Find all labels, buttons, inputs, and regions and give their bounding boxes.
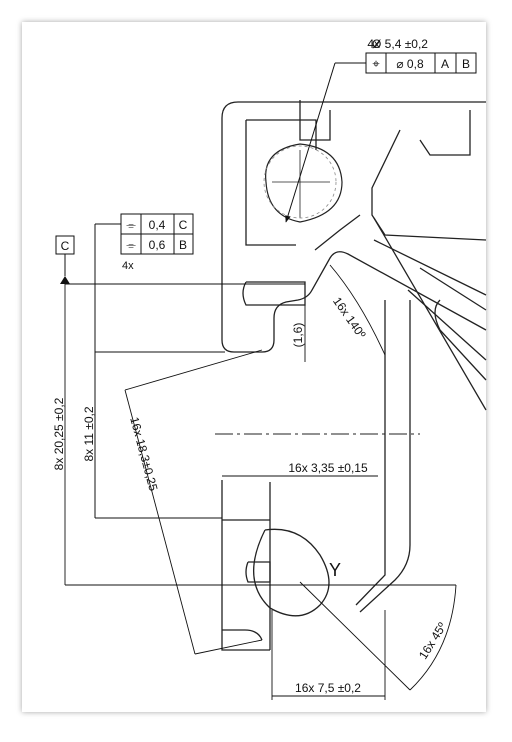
bottom-width-dimension: 16x 7,5 ±0,2 bbox=[295, 681, 361, 695]
wall-depth-dimension: (1,6) bbox=[291, 323, 305, 348]
position-symbol-icon: ⌖ bbox=[372, 56, 380, 71]
offset-11-dimension: 8x 11 ±0,2 bbox=[82, 406, 96, 461]
overall-offset-dimension: 8x 20,25 ±0,2 bbox=[52, 397, 66, 470]
symmetry-value-1: 0,4 bbox=[149, 218, 166, 232]
dimension-lines bbox=[64, 264, 457, 700]
profile-outline bbox=[221, 100, 487, 651]
symmetry-symbol-icon-2: ⌯ bbox=[126, 238, 136, 252]
symmetry-count: 4x bbox=[122, 260, 134, 272]
datum-ref-b: B bbox=[462, 57, 470, 71]
datum-c-label: C bbox=[61, 239, 70, 253]
detail-label-y: Y bbox=[329, 560, 341, 580]
position-tolerance-callout: Ø 5,4 ±0,2 bbox=[372, 37, 428, 51]
symmetry-tolerance-frame: ⌯ ⌯ 0,4 C 0,6 B 4x bbox=[94, 213, 194, 518]
datum-ref-a: A bbox=[441, 57, 449, 71]
slot-width-dimension: 16x 3,35 ±0,15 bbox=[288, 461, 368, 475]
symmetry-value-2: 0,6 bbox=[149, 238, 166, 252]
page-frame bbox=[22, 22, 486, 712]
symmetry-symbol-icon: ⌯ bbox=[126, 218, 136, 232]
datum-c: C bbox=[55, 235, 75, 284]
position-tolerance-frame: Ø 5,4 ±0,2 4x ⌖ ⌀ 0,8 A B bbox=[285, 37, 477, 223]
symmetry-datum-2: B bbox=[179, 238, 187, 252]
position-tolerance-zone: ⌀ 0,8 bbox=[396, 57, 424, 71]
position-tolerance-count: 4x bbox=[367, 37, 380, 51]
symmetry-datum-1: C bbox=[179, 218, 188, 232]
bore-dashed-circle bbox=[263, 145, 337, 219]
